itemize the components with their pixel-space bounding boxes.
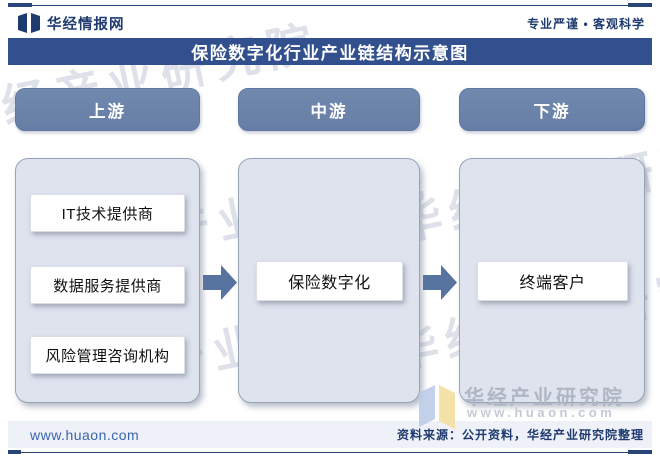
footer-source-note: 资料来源：公开资料，华经产业研究院整理: [396, 428, 644, 442]
bottom-rule: [8, 450, 652, 454]
top-rule: [8, 3, 652, 7]
right-arrow-icon: [423, 265, 457, 300]
stage-header-downstream: 下游: [459, 88, 645, 131]
stage-header-upstream: 上游: [15, 88, 200, 131]
footer-site-url: www.huaon.com: [30, 426, 140, 443]
watermark-url-text: www.huaon.com: [467, 405, 616, 420]
chain-node: 终端客户: [477, 261, 628, 301]
stage-header-label: 中游: [310, 102, 348, 121]
chain-node: IT技术提供商: [30, 194, 185, 232]
footer: www.huaon.com 资料来源：公开资料，华经产业研究院整理: [8, 421, 652, 448]
stage-header-midstream: 中游: [238, 88, 420, 131]
right-arrow-icon: [203, 265, 237, 300]
stage-header-label: 上游: [89, 102, 126, 121]
midstream-container: 保险数字化: [238, 158, 420, 403]
stage-header-label: 下游: [533, 102, 571, 121]
page-title: 保险数字化行业产业链结构示意图: [8, 38, 652, 65]
downstream-container: 终端客户: [459, 158, 645, 403]
chain-node: 风险管理咨询机构: [30, 336, 185, 374]
header-slogan: 专业严谨 • 客观科学: [527, 16, 645, 31]
chain-node: 保险数字化: [256, 261, 403, 301]
site-brand-name: 华经情报网: [47, 16, 125, 33]
header: 华经情报网 专业严谨 • 客观科学: [18, 11, 645, 35]
chain-node: 数据服务提供商: [30, 266, 185, 304]
upstream-container: IT技术提供商 数据服务提供商 风险管理咨询机构: [15, 158, 200, 403]
huaon-logo-icon: [18, 13, 40, 33]
